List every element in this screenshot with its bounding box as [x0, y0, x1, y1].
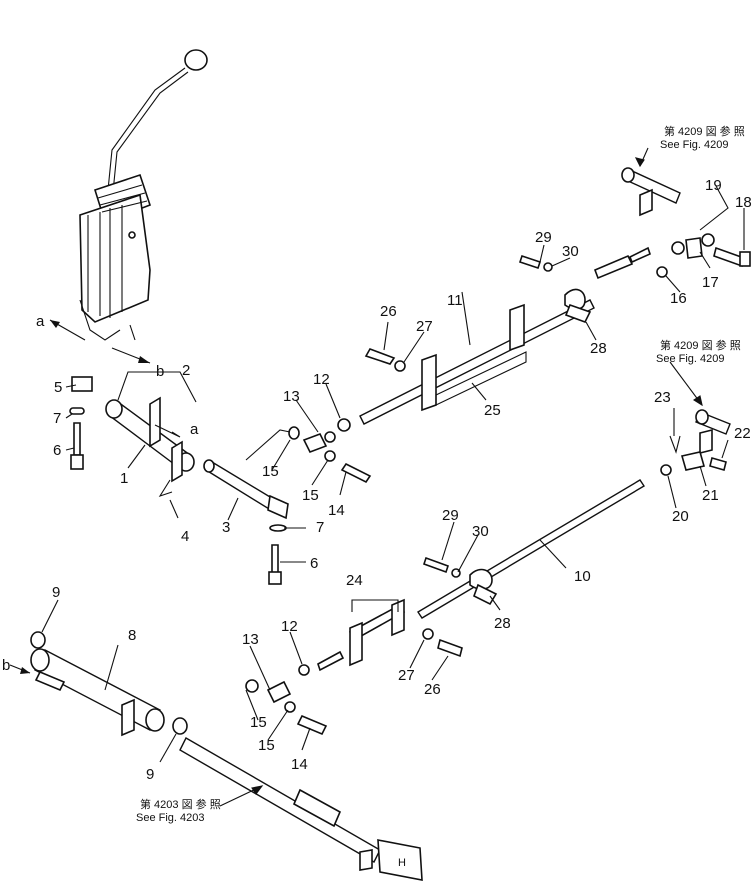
reference-jp: 第 4209 図 参 照: [660, 338, 741, 352]
callout-25: 25: [484, 402, 501, 419]
callout-8: 8: [128, 627, 136, 644]
view-label-b-lower: b: [2, 657, 10, 674]
callout-15-b: 15: [302, 487, 319, 504]
callout-15: 15: [262, 463, 279, 480]
callout-29: 29: [535, 229, 552, 246]
callout-1: 1: [120, 470, 128, 487]
upper-right-linkage: [621, 167, 751, 278]
callout-15-c: 15: [250, 714, 267, 731]
view-marker-b-top: b: [111, 347, 164, 380]
svg-text:H: H: [398, 857, 406, 869]
callout-14-lower: 14: [291, 756, 308, 773]
callout-21: 21: [702, 487, 719, 504]
callout-6-lower: 6: [310, 555, 318, 572]
callout-7: 7: [53, 410, 61, 427]
view-label-a-lower: a: [190, 421, 199, 438]
upper-rod-assembly-11: [359, 246, 651, 425]
callout-6: 6: [53, 442, 61, 459]
right-middle-linkage: [317, 409, 731, 672]
callout-20: 20: [672, 508, 689, 525]
callout-28: 28: [590, 340, 607, 357]
figure-reference-middle: 第 4209 図 参 照 See Fig. 4209: [656, 338, 741, 365]
control-lever-assembly: [79, 49, 208, 341]
callout-13-lower: 13: [242, 631, 259, 648]
callout-26-lower: 26: [424, 681, 441, 698]
view-label-a: a: [36, 313, 45, 330]
rod-assembly-3: [203, 418, 372, 585]
shaft-assembly-1: a: [69, 376, 199, 498]
callout-9-lower: 9: [146, 766, 154, 783]
callout-27-lower: 27: [398, 667, 415, 684]
callout-22: 22: [734, 425, 751, 442]
reference-en: See Fig. 4203: [136, 812, 205, 824]
reference-jp: 第 4209 図 参 照: [664, 124, 745, 138]
callout-19: 19: [705, 177, 722, 194]
callout-15-d: 15: [258, 737, 275, 754]
callout-23: 23: [654, 389, 671, 406]
leader-lines: [41, 147, 745, 807]
callout-14: 14: [328, 502, 345, 519]
callout-3: 3: [222, 519, 230, 536]
callout-13: 13: [283, 388, 300, 405]
callout-16: 16: [670, 290, 687, 307]
callout-12: 12: [313, 371, 330, 388]
callout-18: 18: [735, 194, 752, 211]
reference-en: See Fig. 4209: [660, 139, 729, 151]
lower-shaft-assembly-8: b H: [2, 631, 423, 881]
callout-28-lower: 28: [494, 615, 511, 632]
callout-12-lower: 12: [281, 618, 298, 635]
callout-30: 30: [562, 243, 579, 260]
callout-11: 11: [447, 292, 463, 309]
callout-2: 2: [182, 362, 190, 379]
callout-4: 4: [181, 528, 189, 545]
callout-numbers: 1 2 3 4 5 6 7 7 6 8 9 9 10 11 12 12 13 1…: [52, 177, 752, 783]
figure-reference-lower: 第 4203 図 参 照 See Fig. 4203: [136, 797, 221, 824]
callout-30-lower: 30: [472, 523, 489, 540]
figure-reference-upper: 第 4209 図 参 照 See Fig. 4209: [660, 124, 745, 151]
callout-9: 9: [52, 584, 60, 601]
callout-17: 17: [702, 274, 719, 291]
callout-24: 24: [346, 572, 363, 589]
callout-26: 26: [380, 303, 397, 320]
callout-10: 10: [574, 568, 591, 585]
view-marker-a-top: a: [36, 313, 86, 341]
callout-27: 27: [416, 318, 433, 335]
callout-29-lower: 29: [442, 507, 459, 524]
callout-5: 5: [54, 379, 62, 396]
reference-jp: 第 4203 図 参 照: [140, 797, 221, 811]
callout-7-lower: 7: [316, 519, 324, 536]
reference-en: See Fig. 4209: [656, 353, 725, 365]
